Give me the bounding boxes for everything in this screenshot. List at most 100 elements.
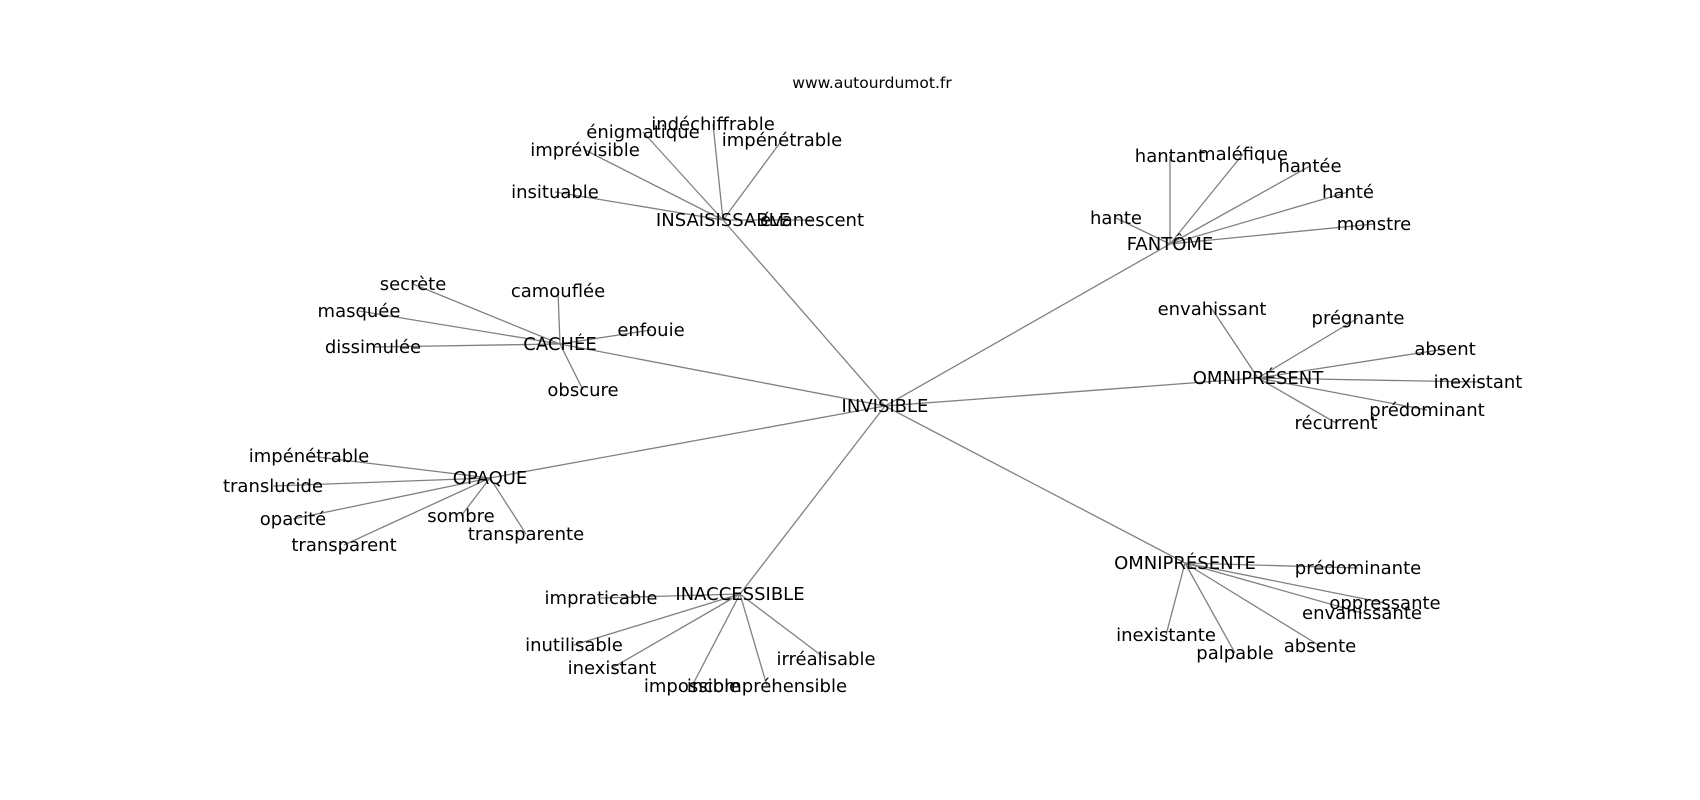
leaf-node: récurrent bbox=[1294, 413, 1377, 434]
edge-hub-leaf bbox=[691, 593, 741, 687]
leaf-node: envahissante bbox=[1302, 603, 1422, 624]
edge-hub-leaf bbox=[1115, 217, 1171, 245]
leaf-node: incompréhensible bbox=[687, 676, 847, 697]
edge-hub-leaf bbox=[1184, 562, 1363, 614]
edge-hub-leaf bbox=[1184, 562, 1386, 604]
leaf-node: monstre bbox=[1337, 214, 1411, 235]
leaf-node: hantée bbox=[1278, 156, 1341, 177]
edge-center-hub bbox=[884, 377, 1259, 407]
leaf-node: irréalisable bbox=[776, 649, 875, 670]
edge-hub-leaf bbox=[739, 593, 768, 687]
center-node: INVISIBLE bbox=[842, 396, 929, 417]
edge-hub-leaf bbox=[554, 191, 724, 221]
hub-node: OMNIPRÉSENT bbox=[1193, 367, 1324, 389]
leaf-node: prédominante bbox=[1295, 558, 1421, 579]
leaf-node: impénétrable bbox=[249, 446, 370, 467]
edge-hub-leaf bbox=[272, 477, 491, 487]
edge-hub-leaf bbox=[642, 131, 724, 221]
leaf-node: évanescent bbox=[760, 210, 864, 231]
leaf-node: impraticable bbox=[545, 588, 658, 609]
edge-hub-leaf bbox=[1169, 223, 1375, 245]
edge-hub-leaf bbox=[372, 343, 561, 348]
leaf-node: prédominant bbox=[1369, 400, 1484, 421]
graph-edges bbox=[272, 123, 1479, 687]
edge-hub-leaf bbox=[584, 149, 724, 221]
edge-center-hub bbox=[884, 243, 1171, 407]
leaf-node: camouflée bbox=[511, 281, 605, 302]
leaf-node: indéchiffrable bbox=[651, 114, 775, 135]
edge-center-hub bbox=[489, 405, 886, 479]
edge-hub-leaf bbox=[600, 593, 741, 599]
leaf-node: secrète bbox=[380, 274, 447, 295]
leaf-node: imprévisible bbox=[530, 140, 640, 161]
edge-center-hub bbox=[722, 219, 886, 407]
leaf-node: insituable bbox=[511, 182, 599, 203]
leaf-node: inexistant bbox=[568, 658, 657, 679]
site-credit: www.autourdumot.fr bbox=[792, 74, 952, 92]
leaf-node: prégnante bbox=[1312, 308, 1405, 329]
leaf-node: inexistant bbox=[1434, 372, 1523, 393]
hub-node: FANTÔME bbox=[1127, 233, 1214, 255]
leaf-node: transparent bbox=[291, 535, 396, 556]
edge-center-hub bbox=[739, 405, 886, 595]
leaf-node: maléfique bbox=[1198, 144, 1288, 165]
edge-center-hub bbox=[884, 405, 1186, 564]
leaf-node: obscure bbox=[547, 380, 618, 401]
leaf-node: absente bbox=[1284, 636, 1356, 657]
leaf-node: absent bbox=[1414, 339, 1475, 360]
edge-hub-leaf bbox=[559, 329, 652, 345]
leaf-node: enfouie bbox=[617, 320, 684, 341]
edge-hub-leaf bbox=[559, 343, 584, 391]
edge-hub-leaf bbox=[358, 310, 561, 345]
edge-hub-leaf bbox=[460, 477, 491, 517]
edge-hub-leaf bbox=[1184, 562, 1236, 654]
edge-center-hub bbox=[559, 343, 886, 407]
edge-hub-leaf bbox=[1184, 562, 1359, 569]
leaf-node: hanté bbox=[1322, 182, 1374, 203]
edge-hub-leaf bbox=[1257, 317, 1359, 379]
edge-hub-leaf bbox=[722, 139, 783, 221]
edge-hub-leaf bbox=[1211, 308, 1259, 379]
hub-node: CACHÉE bbox=[523, 333, 596, 355]
edge-hub-leaf bbox=[712, 123, 724, 221]
edge-hub-leaf bbox=[292, 477, 491, 520]
leaf-node: impossible bbox=[644, 676, 740, 697]
edge-hub-leaf bbox=[1169, 153, 1244, 245]
leaf-node: inutilisable bbox=[525, 635, 623, 656]
edge-hub-leaf bbox=[1165, 562, 1186, 636]
leaf-node: dissimulée bbox=[325, 337, 421, 358]
leaf-node: impénétrable bbox=[722, 130, 843, 151]
leaf-node: inexistante bbox=[1116, 625, 1216, 646]
hub-node: OPAQUE bbox=[453, 468, 528, 489]
edge-hub-leaf bbox=[1257, 377, 1479, 383]
edge-hub-leaf bbox=[489, 477, 527, 535]
edge-hub-leaf bbox=[573, 593, 741, 646]
leaf-node: oppressante bbox=[1329, 593, 1440, 614]
edge-hub-leaf bbox=[412, 283, 561, 345]
leaf-node: envahissant bbox=[1158, 299, 1267, 320]
edge-hub-leaf bbox=[308, 455, 491, 479]
edge-hub-leaf bbox=[739, 593, 827, 660]
edge-hub-leaf bbox=[1169, 165, 1311, 245]
hub-node: INSAISISSABLE bbox=[656, 210, 790, 231]
edge-hub-leaf bbox=[611, 593, 741, 669]
edge-hub-leaf bbox=[1184, 562, 1321, 647]
leaf-node: énigmatique bbox=[586, 122, 699, 143]
leaf-node: hante bbox=[1090, 208, 1142, 229]
edge-hub-leaf bbox=[1257, 377, 1428, 411]
edge-hub-leaf bbox=[1257, 348, 1446, 379]
graph-labels: www.autourdumot.fr INVISIBLE INSAISISSABL… bbox=[223, 74, 1522, 697]
edge-hub-leaf bbox=[1257, 377, 1337, 424]
edge-hub-leaf bbox=[343, 477, 491, 546]
leaf-node: transparente bbox=[468, 524, 584, 545]
edge-hub-leaf bbox=[557, 290, 561, 345]
leaf-node: sombre bbox=[427, 506, 494, 527]
leaf-node: hantant bbox=[1135, 146, 1205, 167]
hub-node: INACCESSIBLE bbox=[675, 584, 804, 605]
hub-node: OMNIPRÉSENTE bbox=[1114, 552, 1256, 574]
leaf-node: masquée bbox=[318, 301, 401, 322]
leaf-node: opacité bbox=[260, 509, 327, 530]
leaf-node: translucide bbox=[223, 476, 323, 497]
leaf-node: palpable bbox=[1196, 643, 1273, 664]
